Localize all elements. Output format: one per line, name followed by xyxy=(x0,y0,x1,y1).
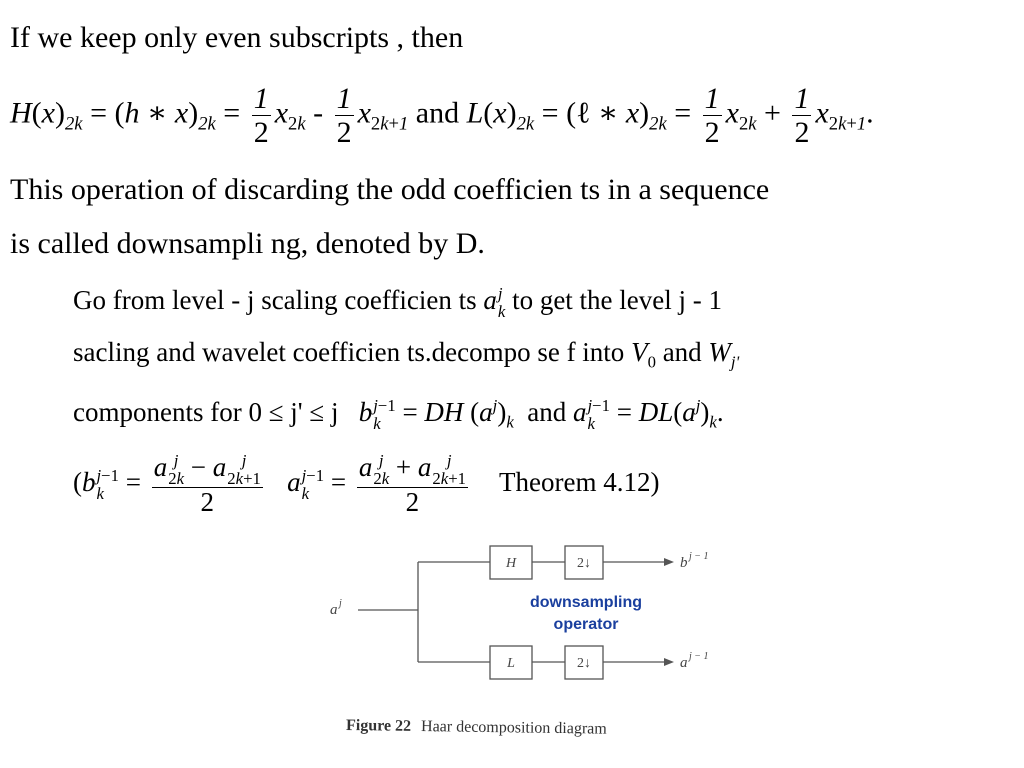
downsampling-definition: is called downsampli ng, denoted by D. xyxy=(10,227,485,260)
figure-caption: Figure 22 Haar decomposition diagram xyxy=(346,717,608,738)
top-output-arrow xyxy=(664,558,674,566)
h-filter-label: H xyxy=(505,556,517,571)
intro-text: If we keep only even subscripts , then xyxy=(10,21,464,54)
top-output-sup: j − 1 xyxy=(687,551,709,562)
caption-text: Haar decomposition diagram xyxy=(421,718,607,738)
h-filter-box xyxy=(489,545,533,580)
theorem-reference: Theorem 4.12) xyxy=(499,467,660,498)
input-label: a xyxy=(330,602,338,618)
callout-line2: operator xyxy=(554,616,619,633)
top-output-label: b xyxy=(680,555,688,571)
bottom-downsample-label: 2↓ xyxy=(577,656,591,671)
bottom-output-sup: j − 1 xyxy=(687,651,709,662)
decomposition-text: sacling and wavelet coefficien ts.decomp… xyxy=(73,337,740,372)
callout-line1: downsampling xyxy=(530,594,642,611)
haar-decomposition-diagram: a j H 2↓ L 2↓ b j − 1 a j − 1 downsampli… xyxy=(318,532,728,747)
bottom-output-arrow xyxy=(664,658,674,666)
top-downsample-label: 2↓ xyxy=(577,556,591,571)
equation-and: and xyxy=(415,96,460,130)
level-step-text: Go from level - j scaling coefficien ts … xyxy=(73,284,722,321)
caption-bold: Figure 22 xyxy=(346,717,411,735)
l-filter-label: L xyxy=(506,656,515,671)
downsampling-description: This operation of discarding the odd coe… xyxy=(10,173,770,206)
input-label-sup: j xyxy=(337,598,342,609)
bottom-output-label: a xyxy=(680,655,688,671)
bottom-downsample-box xyxy=(564,645,604,680)
